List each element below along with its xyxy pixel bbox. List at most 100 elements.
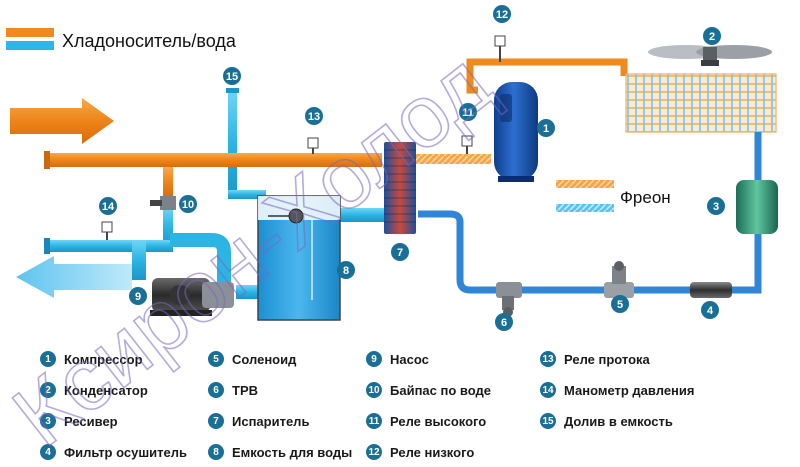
callout-12: 12 [493, 5, 511, 23]
callout-number: 2 [709, 31, 715, 43]
callout-number: 3 [713, 201, 719, 213]
water-pump [150, 278, 234, 316]
legend-label: Реле протока [564, 351, 650, 367]
callout-15: 15 [223, 67, 241, 85]
tank-evaporator-pipe [340, 208, 384, 222]
legend-label: ТРВ [232, 382, 258, 398]
legend-number: 15 [540, 413, 556, 429]
legend-label: Фильтр осушитель [64, 444, 188, 460]
warm-water-pipe [44, 151, 382, 197]
legend-item-15: 15 Долив в емкость [540, 411, 673, 431]
legend-number: 5 [208, 351, 224, 367]
legend-number: 12 [366, 444, 382, 460]
callout-5: 5 [611, 295, 629, 313]
condenser-fan [648, 45, 772, 66]
legend-number: 14 [540, 382, 556, 398]
callout-number: 14 [102, 201, 115, 213]
legend-item-13: 13 Реле протока [540, 349, 650, 369]
callout-number: 12 [496, 9, 508, 21]
legend-number: 10 [366, 382, 382, 398]
liquid-line [418, 132, 762, 294]
freon-legend-swatch [556, 180, 614, 212]
legend-number: 3 [40, 413, 56, 429]
callout-number: 5 [617, 299, 623, 311]
callout-number: 1 [543, 123, 549, 135]
refill-pipe [226, 88, 266, 199]
legend-number: 11 [366, 413, 382, 429]
callout-number: 8 [343, 265, 349, 277]
cold-water-pipe [44, 207, 264, 299]
solenoid-valve [604, 261, 634, 298]
suction-line [415, 154, 491, 164]
legend-item-14: 14 Манометр давления [540, 380, 694, 400]
legend-label: Долив в емкость [564, 413, 673, 429]
legend-label: Байпас по воде [390, 382, 491, 398]
legend-item-1: 1 Компрессор [40, 349, 143, 369]
media-legend-swatch [6, 28, 54, 50]
callout-4: 4 [701, 301, 719, 319]
callout-number: 15 [226, 71, 238, 83]
legend-item-6: 6 ТРВ [208, 380, 258, 400]
legend-item-9: 9 Насос [366, 349, 429, 369]
freon-label: Фреон [620, 188, 671, 207]
flow-switch [307, 137, 319, 154]
legend-item-11: 11 Реле высокого [366, 411, 486, 431]
callout-number: 13 [308, 111, 320, 123]
legend-item-10: 10 Байпас по воде [366, 380, 491, 400]
legend-label: Реле высокого [390, 413, 487, 429]
outlet-arrow-blue [16, 256, 132, 298]
callout-number: 7 [397, 247, 403, 259]
callout-13: 13 [305, 107, 323, 125]
callout-10: 10 [179, 195, 197, 213]
callout-14: 14 [99, 197, 117, 215]
legend-item-3: 3 Ресивер [40, 411, 118, 431]
legend-label: Соленоид [232, 351, 297, 367]
compressor [494, 82, 538, 182]
water-tank [257, 195, 341, 321]
legend-item-5: 5 Соленоид [208, 349, 296, 369]
callout-7: 7 [391, 243, 409, 261]
legend-number: 1 [40, 351, 56, 367]
callout-6: 6 [495, 313, 513, 331]
legend-number: 8 [208, 444, 224, 460]
callout-11: 11 [459, 103, 477, 121]
legend-label: Испаритель [232, 413, 310, 429]
callout-2: 2 [703, 27, 721, 45]
legend-label: Компрессор [64, 351, 143, 367]
receiver [736, 180, 778, 234]
callout-number: 4 [707, 305, 714, 317]
low-pressure-switch [494, 35, 506, 62]
callout-3: 3 [707, 197, 725, 215]
callout-8: 8 [337, 261, 355, 279]
legend-label: Конденсатор [64, 382, 148, 398]
filter-drier [690, 282, 732, 298]
expansion-valve [496, 282, 522, 317]
legend-number: 2 [40, 382, 56, 398]
legend-number: 13 [540, 351, 556, 367]
legend-item-4: 4 Фильтр осушитель [40, 442, 187, 462]
legend-number: 4 [40, 444, 56, 460]
legend-label: Манометр давления [564, 382, 695, 398]
legend-number: 7 [208, 413, 224, 429]
coolant-legend-label: Хладоноситель/вода [62, 31, 236, 51]
legend-number: 6 [208, 382, 224, 398]
callout-number: 9 [135, 291, 141, 303]
discharge-line [466, 58, 628, 94]
callout-9: 9 [129, 287, 147, 305]
condenser-coil [625, 73, 777, 133]
legend-label: Ресивер [64, 413, 118, 429]
legend-item-2: 2 Конденсатор [40, 380, 148, 400]
callout-number: 10 [182, 199, 194, 211]
legend-item-8: 8 Емкость для воды [208, 442, 352, 462]
pressure-gauge [101, 221, 113, 240]
callout-1: 1 [537, 119, 555, 137]
legend-number: 9 [366, 351, 382, 367]
legend-label: Емкость для воды [232, 444, 353, 460]
callout-number: 6 [501, 317, 507, 329]
legend-label: Насос [390, 351, 429, 367]
high-pressure-switch [461, 135, 473, 154]
